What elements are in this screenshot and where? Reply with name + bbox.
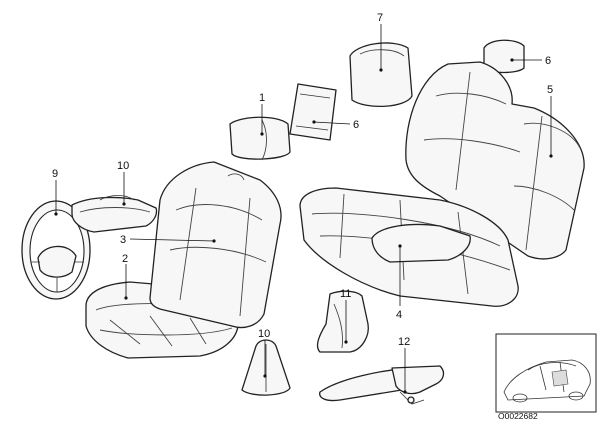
diagram-code: O0022682 [498,411,538,421]
callout-10-upper: 10 [117,160,129,172]
callout-labels: 1 2 3 4 5 6 6 7 9 10 10 11 12 [52,12,553,348]
part-backrest[interactable] [149,161,282,329]
callout-7: 7 [377,12,383,24]
callout-6-middle: 6 [353,119,359,131]
part-panel[interactable] [289,83,337,141]
callout-6-top: 6 [545,55,551,67]
callout-5: 5 [547,84,553,96]
part-headrest-front[interactable] [229,116,291,161]
part-shift-boot-upper[interactable] [316,290,369,353]
callout-9: 9 [52,168,58,180]
callout-12: 12 [398,336,410,348]
part-rear-backrest[interactable] [405,61,585,260]
part-rear-seat-cushion[interactable] [299,187,519,307]
part-gear-lever-boot[interactable] [241,339,291,396]
part-handbrake-assembly[interactable] [319,365,445,405]
callout-11: 11 [340,288,351,300]
callout-2: 2 [122,253,128,265]
callout-1: 1 [259,92,265,104]
inset-car-thumbnail[interactable]: O0022682 [495,333,597,421]
callout-10-lower: 10 [258,328,270,340]
callout-3: 3 [120,234,126,246]
part-steering-wheel[interactable] [21,200,91,300]
callout-4: 4 [396,309,402,321]
part-rear-headrest[interactable] [349,42,413,108]
part-armrest-cover[interactable] [71,195,158,233]
leader-lines [54,24,553,394]
